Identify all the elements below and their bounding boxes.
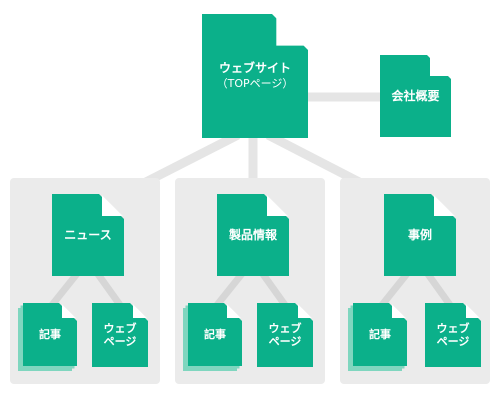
folded-corner <box>102 195 123 216</box>
articles-label-products: 記事 <box>204 328 226 341</box>
webpage-label-news-2: ページ <box>103 335 137 348</box>
document-shape <box>92 303 148 367</box>
document-shape <box>217 194 289 276</box>
connector-top-right <box>265 131 368 189</box>
document-body <box>257 303 313 367</box>
document-shape <box>257 303 313 367</box>
folded-corner <box>392 304 406 318</box>
folded-corner <box>298 304 312 318</box>
articles-doc-news: 記事 <box>18 303 77 371</box>
section-doc-cases: 事例 <box>384 194 456 276</box>
folded-corner <box>466 304 480 318</box>
section-label-products: 製品情報 <box>228 227 277 242</box>
section-doc-products: 製品情報 <box>217 194 289 276</box>
webpage-doc-products: ウェブ ページ <box>257 303 313 367</box>
document-shape <box>18 303 77 371</box>
webpage-doc-news: ウェブ ページ <box>92 303 148 367</box>
webpage-label-products-2: ページ <box>268 335 302 348</box>
webpage-label-cases-2: ページ <box>436 335 470 348</box>
document-body <box>92 303 148 367</box>
document-body <box>353 303 407 366</box>
section-label-cases: 事例 <box>407 227 432 242</box>
webpage-label-products-1: ウェブ <box>268 322 302 335</box>
articles-doc-products: 記事 <box>183 303 242 371</box>
webpage-doc-cases: ウェブ ページ <box>425 303 481 367</box>
document-shape <box>384 194 456 276</box>
document-shape <box>425 303 481 367</box>
top-page-subtitle: （TOPページ） <box>216 77 294 90</box>
top-page-title: ウェブサイト <box>218 61 291 75</box>
folded-corner <box>276 15 307 46</box>
articles-label-news: 記事 <box>39 328 61 341</box>
document-shape <box>202 14 308 138</box>
articles-doc-cases: 記事 <box>348 303 407 371</box>
document-body <box>188 303 242 366</box>
document-shape <box>52 194 124 276</box>
document-shape <box>183 303 242 371</box>
connector-top-left <box>137 130 241 190</box>
document-shape <box>348 303 407 371</box>
articles-label-cases: 記事 <box>369 328 391 341</box>
webpage-label-news-1: ウェブ <box>103 322 137 335</box>
top-page-doc: ウェブサイト （TOPページ） <box>202 14 308 138</box>
document-body <box>23 303 77 366</box>
document-body <box>425 303 481 367</box>
section-label-news: ニュース <box>64 227 112 242</box>
document-shape <box>380 55 451 137</box>
company-label: 会社概要 <box>391 88 440 103</box>
company-doc: 会社概要 <box>380 55 451 137</box>
webpage-label-cases-1: ウェブ <box>436 322 470 335</box>
section-doc-news: ニュース <box>52 194 124 276</box>
